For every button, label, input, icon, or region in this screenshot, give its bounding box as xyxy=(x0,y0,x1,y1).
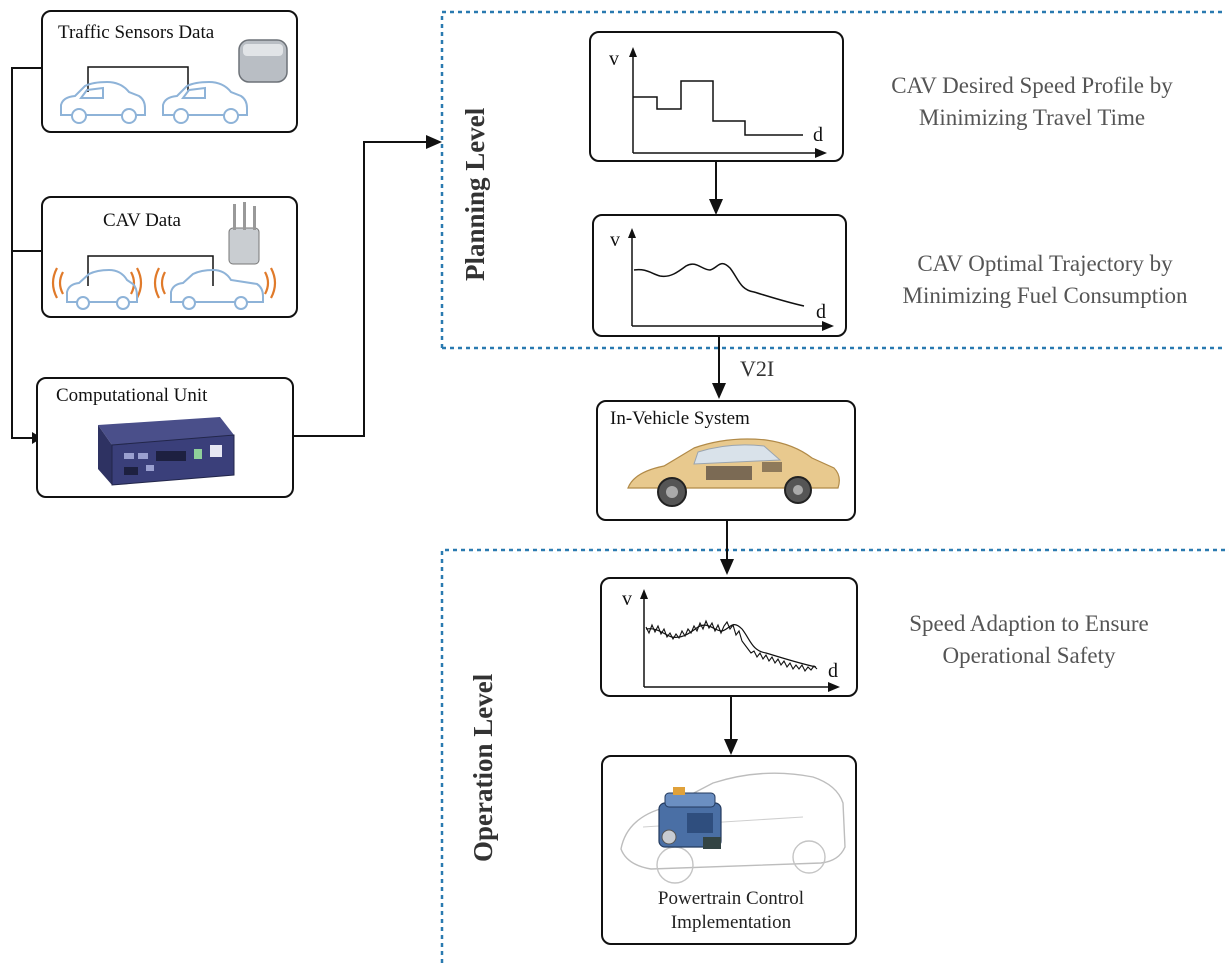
optimal-trajectory-caption: CAV Optimal Trajectory by Minimizing Fue… xyxy=(902,251,1188,308)
traffic-sensor-icon xyxy=(60,39,288,124)
engine-in-car-icon xyxy=(620,772,846,884)
speed-profile-caption: CAV Desired Speed Profile by Minimizing … xyxy=(891,73,1173,130)
cav-data-title: CAV Data xyxy=(103,210,181,231)
roadside-antenna-icon xyxy=(51,202,277,310)
traffic-sensors-box: Traffic Sensors Data xyxy=(41,10,298,133)
cav-data-box: CAV Data xyxy=(41,196,298,318)
speed-profile-line xyxy=(633,80,803,136)
powertrain-title: Powertrain Control Implementation xyxy=(657,888,805,933)
optimal-trajectory-box: v d xyxy=(592,214,847,337)
in-vehicle-system-title: In-Vehicle System xyxy=(610,408,750,429)
speed-profile-box: v d xyxy=(589,31,844,162)
powertrain-control-box: Powertrain Control Implementation xyxy=(601,755,857,945)
engine-icon xyxy=(658,787,722,849)
d-axis-label: d xyxy=(828,660,838,682)
v-axis-label: v xyxy=(610,229,620,251)
speed-profile-plot: v d xyxy=(609,47,827,158)
operation-level-label: Operation Level xyxy=(468,673,498,862)
embedded-computer-icon xyxy=(98,417,235,486)
speed-adaption-box: v d xyxy=(600,577,858,697)
d-axis-label: d xyxy=(816,301,826,323)
d-axis-label: d xyxy=(813,124,823,146)
planning-level-label: Planning Level xyxy=(460,107,490,281)
car-icon xyxy=(170,268,264,310)
compute-to-planning-arrow xyxy=(294,141,430,437)
left-bus-connector xyxy=(11,67,42,439)
planning-region-border xyxy=(440,10,1225,350)
optimal-trajectory-plot: v d xyxy=(610,228,834,331)
speed-adaption-caption: Speed Adaption to Ensure Operational Saf… xyxy=(909,611,1149,668)
wireless-wave-icon xyxy=(51,267,277,299)
car-icon xyxy=(66,268,138,310)
traffic-sensors-title: Traffic Sensors Data xyxy=(58,22,215,43)
car-icon xyxy=(162,80,248,124)
car-icon xyxy=(60,80,146,124)
optimal-trajectory-line xyxy=(633,262,805,307)
operation-region-border xyxy=(440,548,1225,963)
v-axis-label: v xyxy=(609,48,619,70)
speed-adaption-plot: v d xyxy=(622,588,840,692)
in-vehicle-system-box: In-Vehicle System xyxy=(596,400,856,521)
computational-unit-title: Computational Unit xyxy=(56,385,208,406)
computational-unit-box: Computational Unit xyxy=(36,377,294,498)
v2i-label: V2I xyxy=(740,356,775,381)
reference-trajectory-line xyxy=(645,624,817,668)
adapted-speed-line xyxy=(645,619,818,673)
v-axis-label: v xyxy=(622,588,632,610)
vehicle-cutaway-icon xyxy=(627,438,840,507)
